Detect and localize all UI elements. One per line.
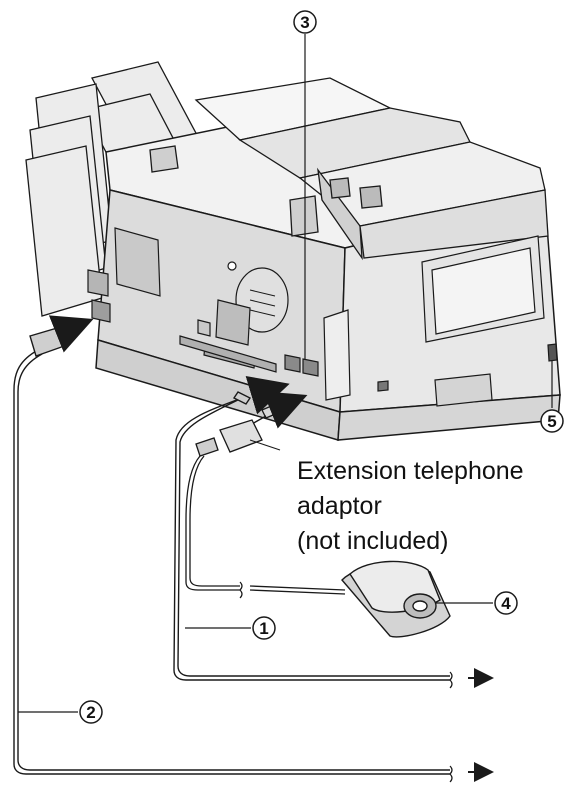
adaptor-label: Extension telephone adaptor (not include… — [297, 454, 567, 559]
svg-text:5: 5 — [547, 412, 556, 431]
adaptor-label-line-2: adaptor — [297, 489, 567, 524]
svg-text:4: 4 — [501, 594, 511, 613]
svg-text:1: 1 — [259, 619, 268, 638]
callout-2: 2 — [80, 701, 102, 723]
svg-text:3: 3 — [300, 13, 309, 32]
svg-text:2: 2 — [86, 703, 95, 722]
callout-5: 5 — [541, 410, 563, 432]
adaptor-label-line-3: (not included) — [297, 524, 567, 559]
callout-3: 3 — [294, 11, 316, 33]
adaptor-label-line-1: Extension telephone — [297, 454, 567, 489]
extension-telephone — [342, 561, 450, 636]
callout-4: 4 — [495, 592, 517, 614]
callout-1: 1 — [253, 617, 275, 639]
